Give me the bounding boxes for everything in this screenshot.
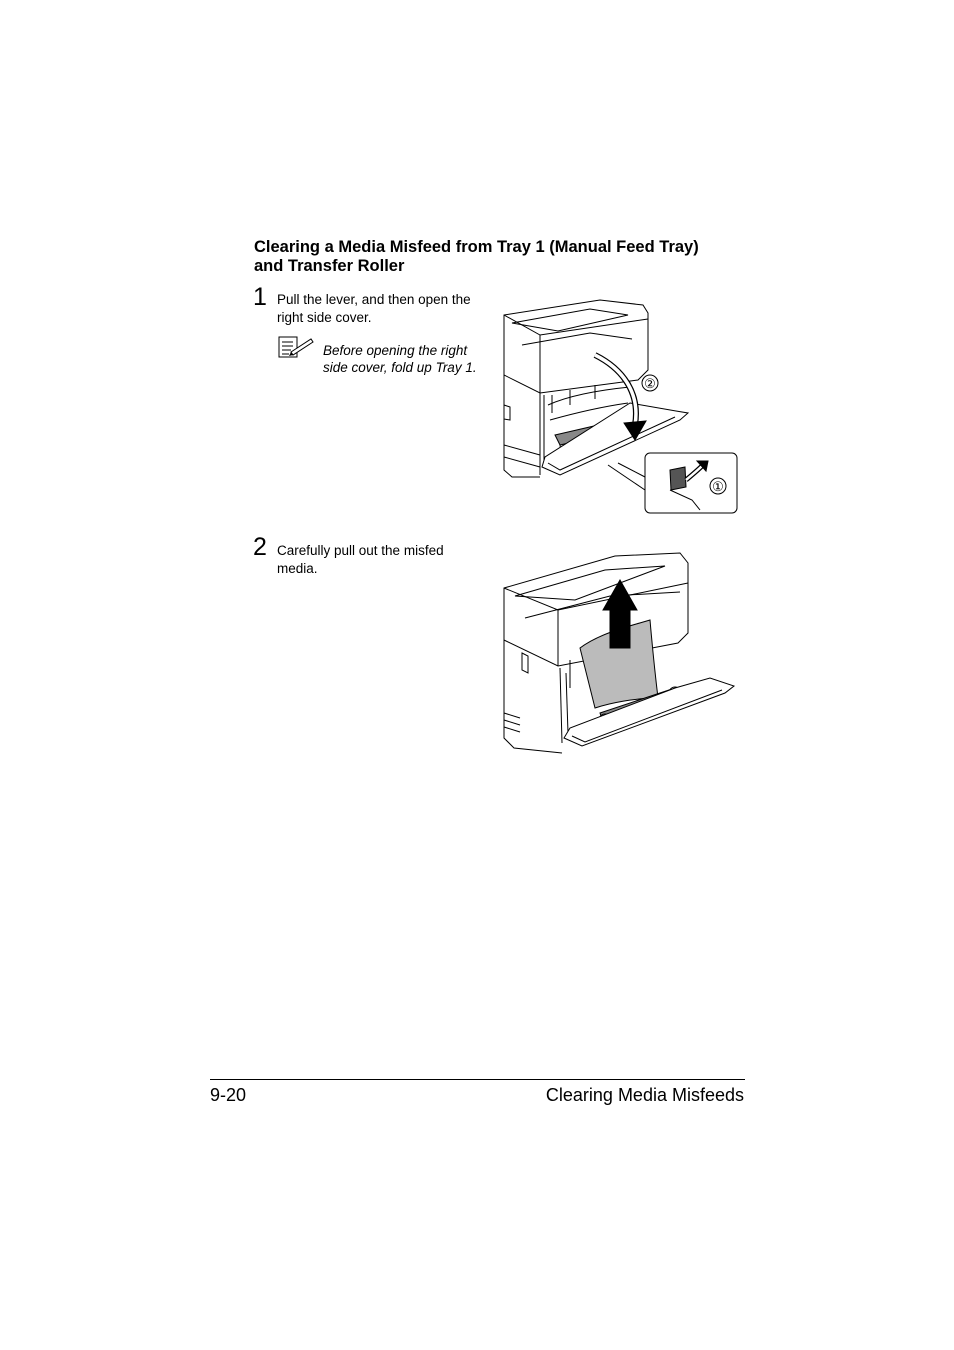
step-1-text: Pull the lever, and then open the right … <box>277 291 492 327</box>
step-1-text-line-2: right side cover. <box>277 310 372 325</box>
heading-line-2: and Transfer Roller <box>254 257 405 275</box>
section-heading: Clearing a Media Misfeed from Tray 1 (Ma… <box>254 238 754 276</box>
note-line-1: Before opening the right <box>323 343 468 358</box>
note-icon <box>278 336 314 358</box>
note-line-2: side cover, fold up Tray 1. <box>323 360 477 375</box>
step-2-illustration <box>503 552 736 754</box>
step-1-number: 1 <box>253 283 267 311</box>
step-1-illustration: ② ① <box>503 299 738 514</box>
step-2-text: Carefully pull out the misfed media. <box>277 542 492 578</box>
step-1-text-line-1: Pull the lever, and then open the <box>277 292 471 307</box>
callout-1: ① <box>712 479 724 494</box>
page-number: 9-20 <box>210 1085 247 1105</box>
heading-line-1: Clearing a Media Misfeed from Tray 1 (Ma… <box>254 238 699 256</box>
footer-rule <box>210 1079 745 1080</box>
callout-2: ② <box>644 376 656 391</box>
step-2-number: 2 <box>253 533 267 561</box>
step-1-note: Before opening the right side cover, fol… <box>323 342 498 376</box>
step-2-text-line-1: Carefully pull out the misfed <box>277 543 444 558</box>
chapter-title: Clearing Media Misfeeds <box>545 1085 744 1105</box>
step-2-text-line-2: media. <box>277 561 318 576</box>
